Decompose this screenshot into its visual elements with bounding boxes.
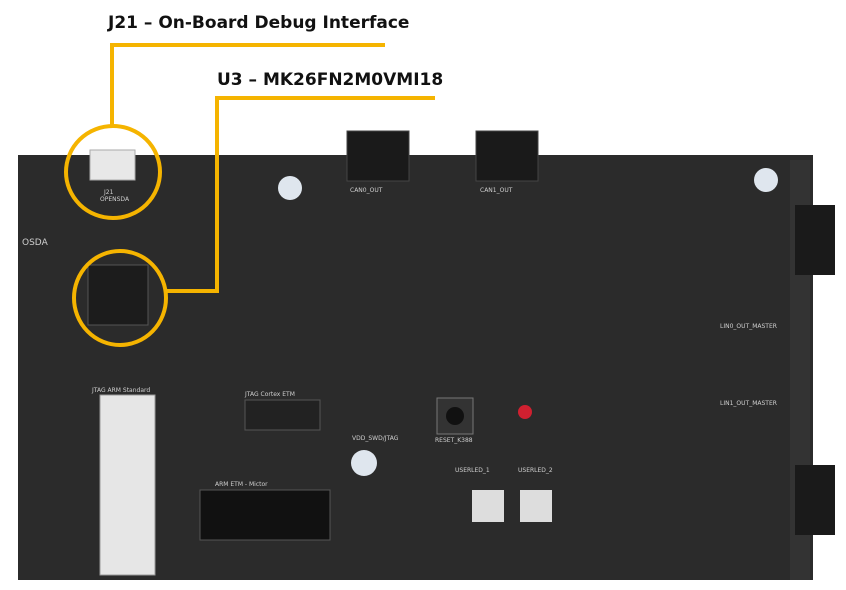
callout-label-u3: U3 – MK26FN2M0VMI18 bbox=[217, 70, 444, 90]
silk-can1: CAN1_OUT bbox=[480, 187, 513, 194]
callout-lines bbox=[64, 43, 435, 347]
silk-jtag-cortex: JTAG Cortex ETM bbox=[244, 391, 295, 398]
callout-line-u3 bbox=[166, 96, 435, 293]
userled2-button bbox=[520, 490, 552, 522]
userled1-button bbox=[472, 490, 504, 522]
red-led bbox=[518, 405, 532, 419]
silk-vdd-jtag: VDD_SWD/JTAG bbox=[352, 435, 399, 442]
callout-circle-j21 bbox=[64, 124, 162, 220]
lin-connector-top bbox=[795, 205, 835, 275]
silk-reset: RESET_K388 bbox=[435, 437, 473, 444]
silk-can0: CAN0_OUT bbox=[350, 187, 383, 194]
jtag-header bbox=[99, 394, 156, 576]
silk-mictor: ARM ETM - Mictor bbox=[215, 481, 268, 488]
reset-button bbox=[436, 397, 474, 435]
silk-userled2: USERLED_2 bbox=[518, 467, 553, 474]
mount-screw bbox=[278, 176, 302, 200]
callout-circle-u3 bbox=[72, 249, 168, 347]
cortex-header bbox=[244, 399, 321, 431]
silk-j21: J21 bbox=[103, 189, 114, 196]
silk-userled1: USERLED_1 bbox=[455, 467, 490, 474]
can1-connector bbox=[475, 130, 539, 182]
silk-opensda: OPENSDA bbox=[100, 196, 130, 203]
callout-line-j21 bbox=[110, 43, 385, 126]
silk-osda: OSDA bbox=[22, 238, 49, 248]
silk-jtag-std: JTAG ARM Standard bbox=[91, 387, 150, 394]
callout-label-j21: J21 – On-Board Debug Interface bbox=[108, 13, 410, 33]
can0-connector bbox=[346, 130, 410, 182]
mcu-chip bbox=[87, 264, 149, 326]
lin-connector-bottom bbox=[795, 465, 835, 535]
silk-lin1: LIN1_OUT_MASTER bbox=[720, 400, 777, 407]
mictor-connector bbox=[199, 489, 331, 541]
usb-connector bbox=[89, 149, 136, 181]
silk-lin0: LIN0_OUT_MASTER bbox=[720, 323, 777, 330]
